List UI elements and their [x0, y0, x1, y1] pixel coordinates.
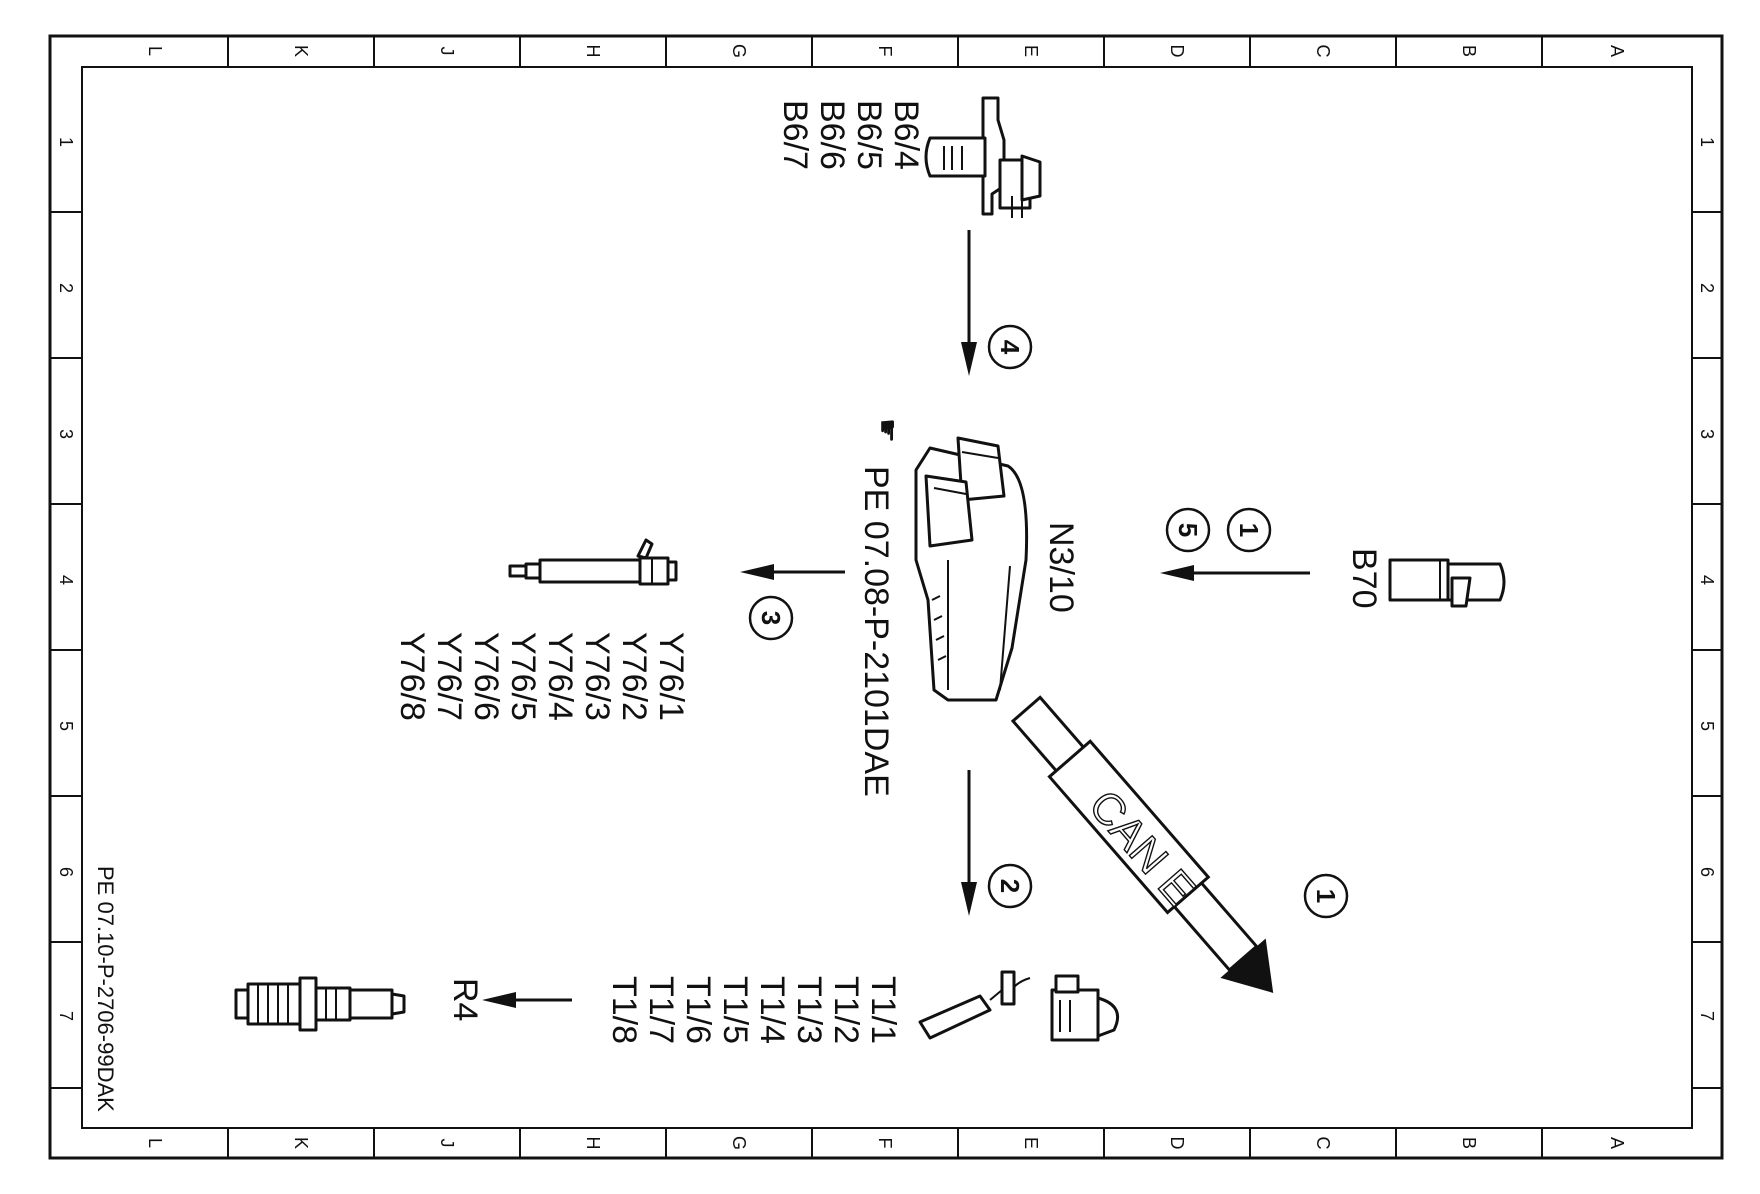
y76-label-line: Y76/1	[652, 632, 690, 721]
svg-text:1: 1	[1234, 523, 1264, 537]
grid-number: 3	[1697, 429, 1717, 439]
grid-number: 7	[56, 1011, 76, 1021]
grid-letter: L	[145, 46, 165, 56]
grid-letter: H	[583, 45, 603, 58]
grid-number: 2	[56, 283, 76, 293]
y76-label-line: Y76/4	[541, 632, 579, 721]
row-numbers-left: 1 2 3 4 5 6 7	[56, 137, 76, 1021]
t1-label-line: T1/4	[753, 976, 791, 1044]
grid-number: 6	[1697, 867, 1717, 877]
t1-label-line: T1/6	[679, 976, 717, 1044]
callout-1-can: 1	[1303, 873, 1349, 919]
t1-label-line: T1/1	[864, 976, 902, 1044]
grid-number: 7	[1697, 1011, 1717, 1021]
row-numbers-right: 1 2 3 4 5 6 7	[1697, 137, 1717, 1021]
grid-letter: K	[291, 45, 311, 57]
can-e-bus: CAN E	[1010, 695, 1274, 993]
signal-arrow-3	[740, 564, 845, 580]
grid-letter: D	[1167, 1137, 1187, 1150]
document-reference: PE 07.10-P-2706-99DAK	[93, 866, 118, 1112]
b6-label-line: B6/6	[813, 100, 851, 170]
column-letters-bottom: L K J H G F E D C B A	[145, 1136, 1627, 1150]
grid-letter: D	[1167, 45, 1187, 58]
r4-label: R4	[446, 978, 484, 1021]
grid-letter: B	[1459, 1137, 1479, 1149]
t1-ignition-coil-icon	[918, 970, 1119, 1042]
grid-letter: L	[145, 1138, 165, 1148]
grid-letter: J	[437, 47, 457, 56]
b6-camshaft-sensor-icon	[924, 96, 1042, 218]
ecu-label: N3/10	[1042, 522, 1080, 613]
b6-label-line: B6/5	[850, 100, 888, 170]
grid-letter: G	[729, 44, 749, 58]
grid-letter: E	[1021, 45, 1041, 57]
grid-letter: B	[1459, 45, 1479, 57]
signal-arrow-r4	[482, 992, 572, 1008]
y76-label-line: Y76/6	[467, 632, 505, 721]
y76-label-line: Y76/3	[578, 632, 616, 721]
svg-text:2: 2	[995, 879, 1025, 893]
b70-label: B70	[1345, 548, 1383, 609]
n3-10-control-unit-icon	[914, 436, 1029, 702]
b6-label-line: B6/4	[887, 100, 925, 170]
grid-number: 4	[56, 575, 76, 585]
grid-letter: C	[1313, 1137, 1333, 1150]
grid-number: 5	[1697, 721, 1717, 731]
grid-letter: K	[291, 1137, 311, 1149]
grid-letter: A	[1607, 1137, 1627, 1149]
column-dividers	[227, 36, 1543, 1158]
svg-text:3: 3	[756, 611, 786, 625]
callout-1: 1	[1226, 507, 1272, 553]
grid-number: 3	[56, 429, 76, 439]
b70-crankshaft-sensor-icon	[1388, 558, 1506, 608]
grid-number: 1	[56, 137, 76, 147]
t1-label-line: T1/5	[716, 976, 754, 1044]
signal-arrow-4	[961, 230, 977, 376]
svg-text:1: 1	[1311, 889, 1341, 903]
grid-letter: C	[1313, 45, 1333, 58]
y76-injector-icon	[508, 538, 678, 586]
grid-number: 6	[56, 867, 76, 877]
inner-frame	[81, 66, 1693, 1129]
t1-labels: T1/1 T1/2 T1/3 T1/4 T1/5 T1/6 T1/7 T1/8	[605, 976, 902, 1044]
grid-letter: F	[875, 1138, 895, 1149]
grid-letter: F	[875, 46, 895, 57]
b6-label-line: B6/7	[776, 100, 814, 170]
y76-labels: Y76/1 Y76/2 Y76/3 Y76/4 Y76/5 Y76/6 Y76/…	[393, 632, 690, 721]
signal-arrow-2	[961, 770, 977, 916]
row-dividers	[50, 211, 1722, 1089]
hand-pointer-icon: ☛	[871, 418, 904, 443]
ecu-labels: N3/10 ☛ PE 07.08-P-2101DAE	[857, 418, 1080, 797]
r4-spark-plug-icon	[234, 976, 406, 1032]
column-letters-top: L K J H G F E D C B A	[145, 44, 1627, 58]
svg-text:4: 4	[995, 340, 1025, 355]
b6-labels: B6/4 B6/5 B6/6 B6/7	[776, 100, 925, 170]
grid-letter: J	[437, 1139, 457, 1148]
grid-number: 1	[1697, 137, 1717, 147]
grid-letter: G	[729, 1136, 749, 1150]
grid-number: 4	[1697, 575, 1717, 585]
grid-number: 2	[1697, 283, 1717, 293]
signal-arrow-1-5	[1160, 565, 1310, 581]
grid-letter: H	[583, 1137, 603, 1150]
y76-label-line: Y76/2	[615, 632, 653, 721]
grid-letter: A	[1607, 45, 1627, 57]
callout-3: 3	[748, 595, 794, 641]
callout-4: 4	[987, 324, 1033, 370]
y76-label-line: Y76/8	[393, 632, 431, 721]
t1-label-line: T1/3	[790, 976, 828, 1044]
callout-2: 2	[987, 863, 1033, 909]
ecu-ref-text: PE 07.08-P-2101DAE	[857, 466, 895, 797]
y76-label-line: Y76/5	[504, 632, 542, 721]
t1-label-line: T1/8	[605, 976, 643, 1044]
t1-label-line: T1/7	[642, 976, 680, 1044]
t1-label-line: T1/2	[827, 976, 865, 1044]
outer-frame	[48, 34, 1724, 1160]
svg-text:5: 5	[1173, 523, 1203, 537]
grid-number: 5	[56, 721, 76, 731]
grid-letter: E	[1021, 1137, 1041, 1149]
callout-5: 5	[1165, 507, 1211, 553]
y76-label-line: Y76/7	[430, 632, 468, 721]
